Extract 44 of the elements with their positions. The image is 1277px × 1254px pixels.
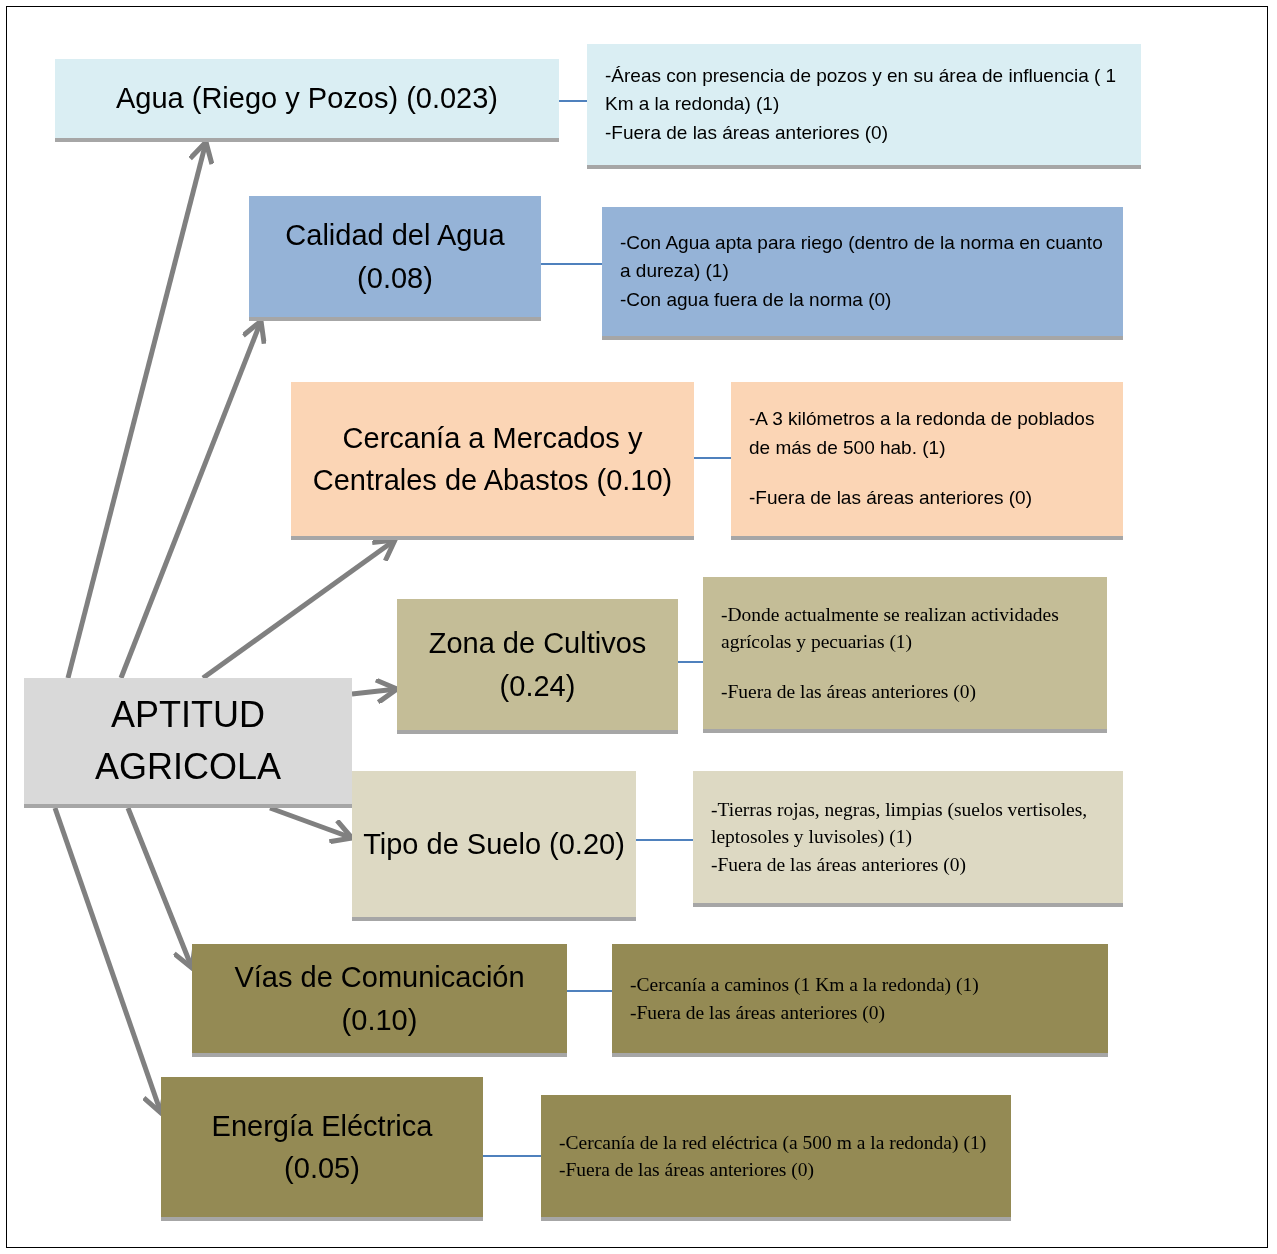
- factor-box: [291, 382, 694, 540]
- criteria-box: [612, 944, 1108, 1057]
- criteria-text: -Fuera de las áreas anteriores (0): [711, 852, 967, 877]
- criteria-box: [703, 577, 1107, 733]
- criteria-text: -Cercanía de la red eléctrica (a 500 m a la redonda) (1): [559, 1130, 988, 1155]
- factor-label: Zona de Cultivos (0.24): [427, 626, 648, 704]
- criteria-text: -Fuera de las áreas anteriores (0): [559, 1158, 815, 1182]
- connector-line: [693, 457, 732, 459]
- criteria-text: -Fuera de las áreas anteriores (0): [605, 120, 889, 145]
- connector-line: [635, 839, 694, 841]
- factor-box: [55, 59, 559, 142]
- criteria-text: -Tierras rojas, negras, limpias (suelos vertisoles, leptosoles y luvisoles) (1): [711, 798, 1089, 850]
- connector-line: [677, 661, 704, 663]
- criteria-text: -Fuera de las áreas anteriores (0): [749, 486, 1033, 511]
- factor-label: Vías de Comunicación (0.10): [233, 960, 526, 1038]
- criteria-text: -Fuera de las áreas anteriores (0): [721, 679, 977, 704]
- factor-box: [352, 771, 636, 921]
- factor-label: Agua (Riego y Pozos) (0.023): [116, 81, 498, 117]
- connector-line: [566, 990, 613, 992]
- factor-label: APTITUD AGRICOLA: [93, 692, 282, 789]
- criteria-box: [693, 771, 1123, 907]
- criteria-box: [587, 44, 1141, 169]
- root-box: [24, 678, 352, 808]
- criteria-text: -Cercanía a caminos (1 Km a la redonda) (1): [630, 973, 980, 998]
- factor-box: [161, 1077, 483, 1221]
- connector-line: [482, 1155, 542, 1157]
- factor-label: Calidad del Agua (0.08): [284, 218, 506, 296]
- factor-label: Tipo de Suelo (0.20): [363, 826, 625, 862]
- factor-label: Energía Eléctrica (0.05): [210, 1108, 434, 1186]
- connector-line: [540, 263, 603, 265]
- criteria-text: -Fuera de las áreas anteriores (0): [630, 1000, 886, 1025]
- criteria-text: -Con Agua apta para riego (dentro de la norma en cuanto a dureza) (1): [620, 230, 1104, 284]
- connector-line: [558, 100, 588, 102]
- criteria-text: -Con agua fuera de la norma (0): [620, 287, 893, 312]
- criteria-text: -Áreas con presencia de pozos y en su área de influencia ( 1 Km a la redonda) (1): [605, 63, 1118, 117]
- criteria-box: [541, 1095, 1011, 1221]
- factor-box: [397, 599, 678, 734]
- factor-box: [192, 944, 567, 1057]
- factor-box: [249, 196, 541, 321]
- criteria-box: [731, 382, 1123, 540]
- factor-label: Cercanía a Mercados y Centrales de Abastos (0.10): [311, 420, 674, 498]
- criteria-box: [602, 207, 1123, 340]
- criteria-text: -Donde actualmente se realizan actividades agrícolas y pecuarias (1): [721, 603, 1060, 655]
- criteria-text: -A 3 kilómetros a la redonda de poblados de más de 500 hab. (1): [749, 407, 1096, 460]
